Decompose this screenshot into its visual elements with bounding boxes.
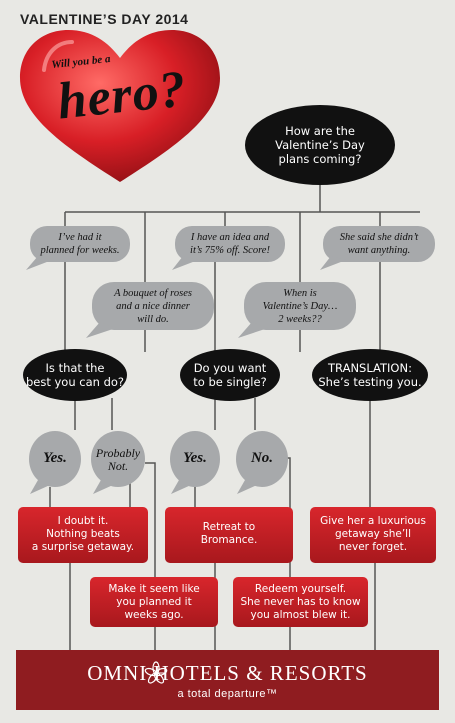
reply-text-no: No. (250, 450, 274, 466)
footer-brand: OMNI HOTELS & RESORTS (87, 661, 368, 685)
reply-bubble-no-tail (237, 480, 257, 494)
reply-text-yes2: Yes. (183, 450, 207, 466)
answer-bubble-when (244, 282, 356, 330)
answer-bubble-nothing-tail (320, 256, 346, 270)
reply-text-yes1: Yes. (43, 450, 67, 466)
outcome-box-redeem (233, 577, 368, 627)
reply-bubble-yes2 (170, 431, 220, 487)
answer-bubble-nothing (323, 226, 435, 262)
answer-bubble-idea-tail (172, 256, 198, 270)
heart-icon (20, 30, 220, 182)
answer-bubble-roses-tail (86, 322, 116, 338)
reply-bubble-yes1 (29, 431, 81, 487)
footer-banner (16, 650, 439, 710)
reply-bubble-probably-not (91, 431, 145, 487)
footer-tagline: a total departure™ (177, 688, 278, 700)
outcome-box-retreat (165, 507, 293, 563)
outcome-box-seem (90, 577, 218, 627)
decision-oval-best (23, 349, 127, 401)
outcome-box-doubt (18, 507, 148, 563)
heart-highlight (42, 40, 74, 72)
reply-bubble-no (236, 431, 288, 487)
outcome-box-luxurious (310, 507, 436, 563)
decision-oval-translation (312, 349, 428, 401)
omni-flower-icon (144, 661, 168, 684)
page-title: VALENTINE’S DAY 2014 (20, 11, 189, 27)
answer-bubble-when-tail (238, 322, 268, 338)
answer-bubble-planned (30, 226, 130, 262)
reply-bubble-yes2-tail (171, 480, 191, 494)
decision-oval-single (180, 349, 280, 401)
decision-text-translation: TRANSLATION:She’s testing you. (318, 361, 422, 389)
reply-bubble-yes1-tail (30, 480, 50, 494)
answer-bubble-idea (175, 226, 285, 262)
answer-bubble-planned-tail (26, 256, 52, 270)
reply-bubble-probably-not-tail (93, 480, 113, 494)
question-oval (245, 105, 395, 185)
answer-bubble-roses (92, 282, 214, 330)
